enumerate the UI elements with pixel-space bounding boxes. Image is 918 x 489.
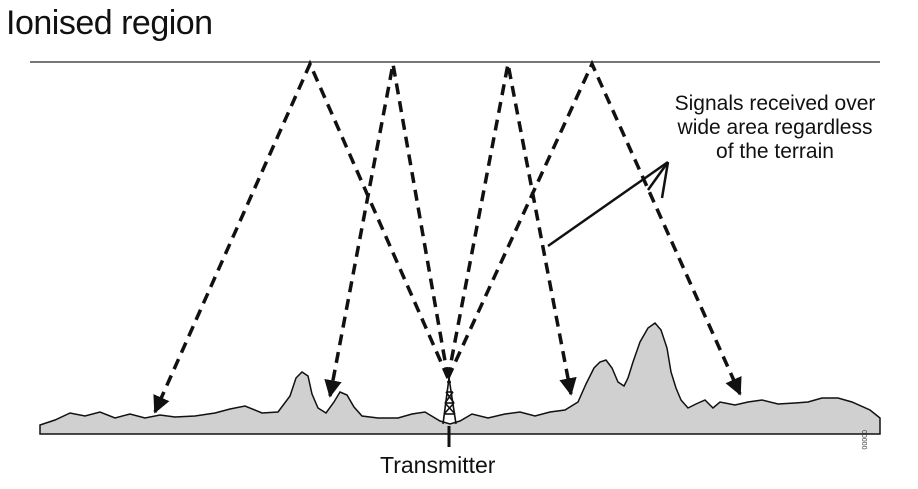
terrain [39,321,881,435]
pointer-line-3 [660,161,670,199]
annotation-text: Signals received over wide area regardle… [630,92,918,164]
annotation-line-2: wide area regardless [677,116,873,139]
transmitter-label: Transmitter [380,452,496,478]
skywave-paths [153,59,742,414]
annotation-line-1: Signals received over [674,92,876,115]
pointer-line-2 [646,161,670,191]
figure-code: 00000 [860,430,867,450]
annotation-pointers [547,160,670,248]
skywave-path-2 [324,63,450,398]
transmitter-tower-icon [442,377,457,425]
skywave-path-4 [446,59,742,396]
annotation-line-3: of the terrain [716,140,834,163]
skywave-path-3 [446,63,577,396]
skywave-path-1 [153,59,450,414]
diagram-title: Ionised region [6,4,213,42]
pointer-line-1 [547,160,669,248]
